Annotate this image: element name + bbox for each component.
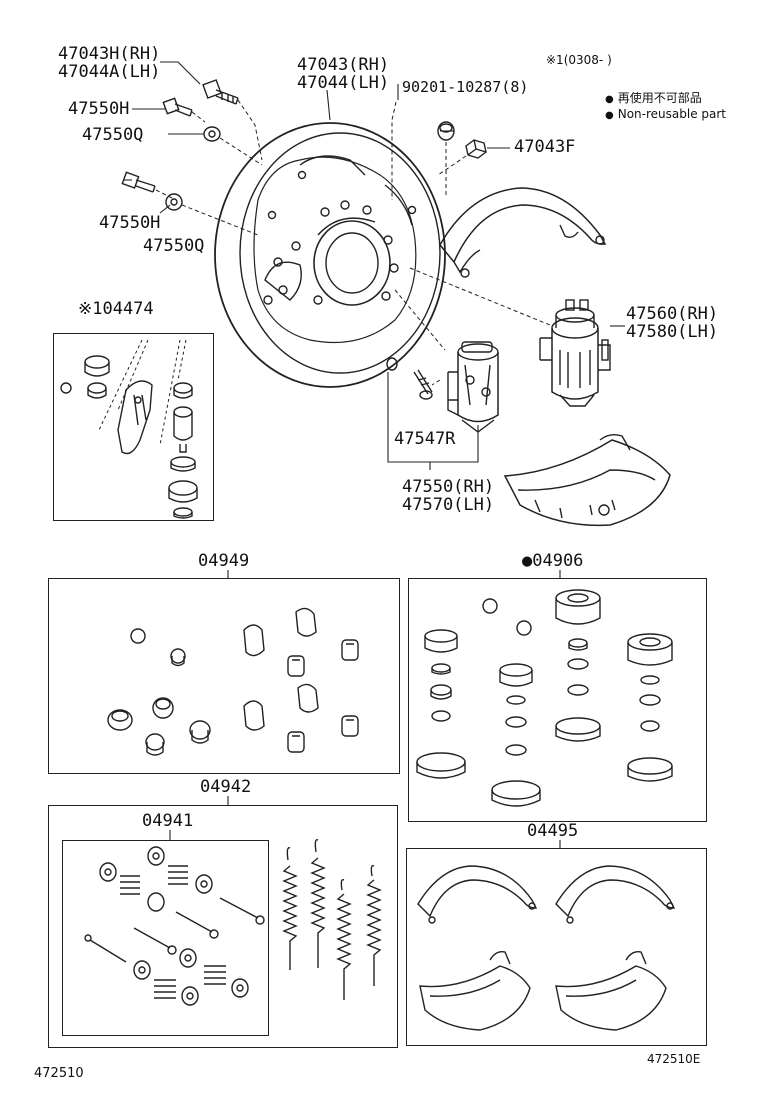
wheel-cylinder-right [539,299,611,407]
bullet-icon: ● [605,94,614,105]
kit-box-04941 [62,840,269,1036]
label-104474: ※104474 [78,299,154,319]
label-90201: 90201-10287(8) [402,78,529,96]
backing-plate [214,122,446,388]
label-47043-rh: 47043(RH) [297,55,390,75]
kit-label-04942: 04942 [200,777,252,797]
solid-leaders [124,61,625,470]
footer-code-right: 472510E [647,1052,701,1066]
label-47044a-lh: 47044A(LH) [58,62,161,82]
inset-box-104474 [53,333,214,521]
kit-04949-parts [107,607,359,756]
kit-label-04949: 04949 [198,551,250,571]
label-47550q-upper: 47550Q [82,125,144,145]
kit-04495-shoes [417,865,676,1031]
kit-box-04495 [406,848,707,1046]
bullet-icon: ● [605,110,614,121]
kit-label-04941: 04941 [142,811,194,831]
kit-leaders [169,570,561,848]
note-bullet-en: ●Non-reusable part [605,107,727,121]
label-47550h-lower: 47550H [99,213,161,233]
kit-box-04942 [48,805,398,1048]
footer-code-left: 472510 [34,1066,84,1081]
label-47044-lh: 47044(LH) [297,73,390,93]
kit-04941-parts [84,846,265,1006]
bolt-47550h-lower [121,171,156,193]
wheel-cylinder-center [447,341,499,433]
kit-04906-parts [416,589,673,807]
note-ref: ※1(0308- ) [546,53,612,67]
washer-47550q-upper [203,126,221,142]
kit-box-04949 [48,578,400,774]
bolt-47043h [202,79,239,105]
leader-lines [155,99,551,386]
bleeder-47547r [413,369,433,400]
kit-box-04906 [408,578,707,822]
cap-bleeder [386,357,398,371]
label-47570-lh: 47570(LH) [402,495,495,515]
brake-shoe-lower [503,433,671,527]
bolt-47550h-upper [162,97,193,117]
label-47550-rh: 47550(RH) [402,477,495,497]
label-47560-rh: 47560(RH) [626,304,719,324]
note-bullet-jp: ●再使用不可部品 [605,91,702,105]
label-47547r: 47547R [394,429,456,449]
label-47550q-lower: 47550Q [143,236,205,256]
label-47043h-rh: 47043H(RH) [58,44,161,64]
washer-47550q-lower [165,193,183,211]
label-47580-lh: 47580(LH) [626,322,719,342]
label-47043f: 47043F [514,137,576,157]
kit-label-04495: 04495 [527,821,579,841]
brake-shoe-upper [439,187,607,278]
kit-label-04906: ●04906 [522,551,584,571]
label-47550h-upper: 47550H [68,99,130,119]
nut-47043f [465,139,487,159]
return-springs [282,839,382,1000]
inset-104474-parts [60,339,198,519]
